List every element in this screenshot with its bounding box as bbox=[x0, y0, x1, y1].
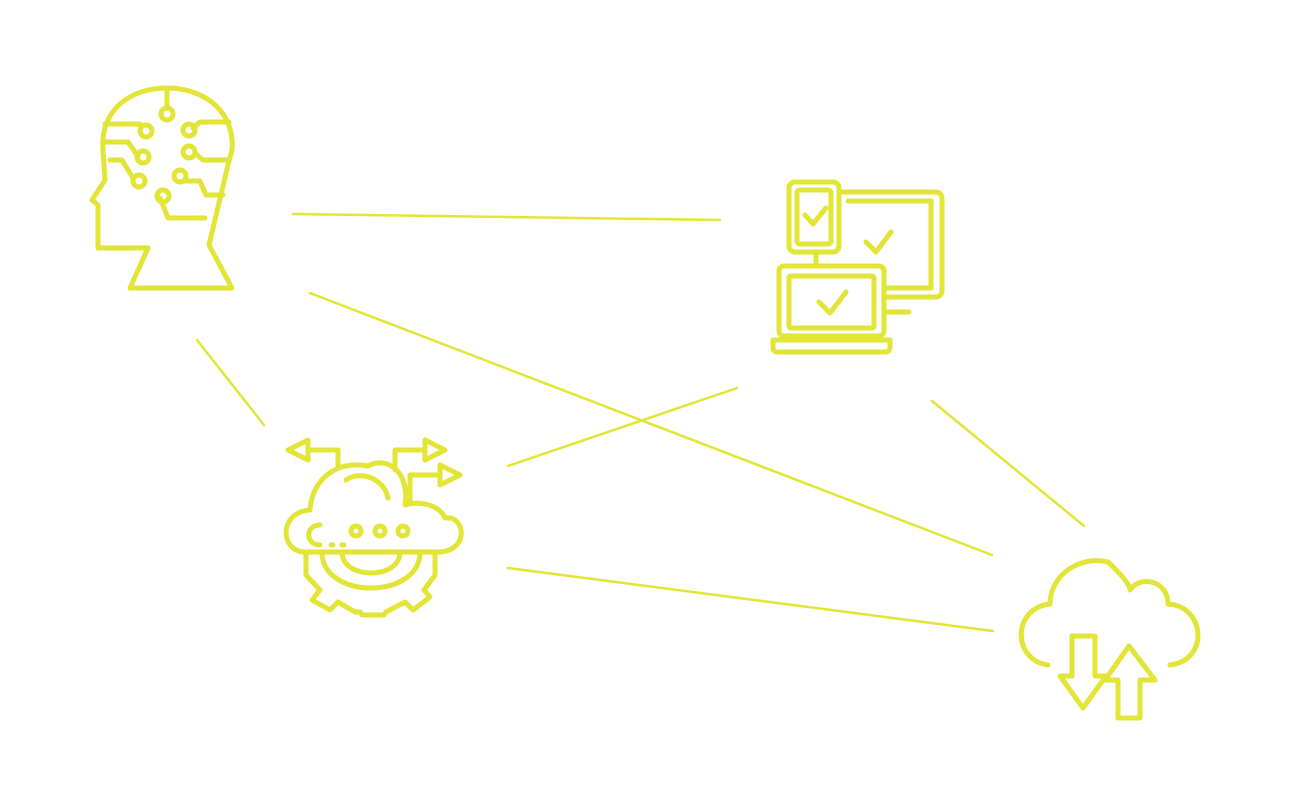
ai-brain-head-icon bbox=[89, 85, 235, 291]
connector-ai-head-cloud-gear bbox=[195, 338, 266, 427]
cloud-gear-automation-icon bbox=[283, 437, 464, 618]
connector-ai-head-devices bbox=[291, 212, 722, 222]
cloud-upload-download-icon bbox=[1018, 558, 1201, 721]
connector-ai-head-cloud-sync bbox=[308, 291, 994, 557]
connections bbox=[195, 212, 1086, 633]
multi-device-check-icon bbox=[770, 179, 945, 355]
connector-cloud-gear-cloud-sync bbox=[506, 566, 995, 633]
connector-devices-cloud-sync bbox=[930, 399, 1086, 528]
connector-cloud-gear-devices bbox=[506, 386, 739, 468]
